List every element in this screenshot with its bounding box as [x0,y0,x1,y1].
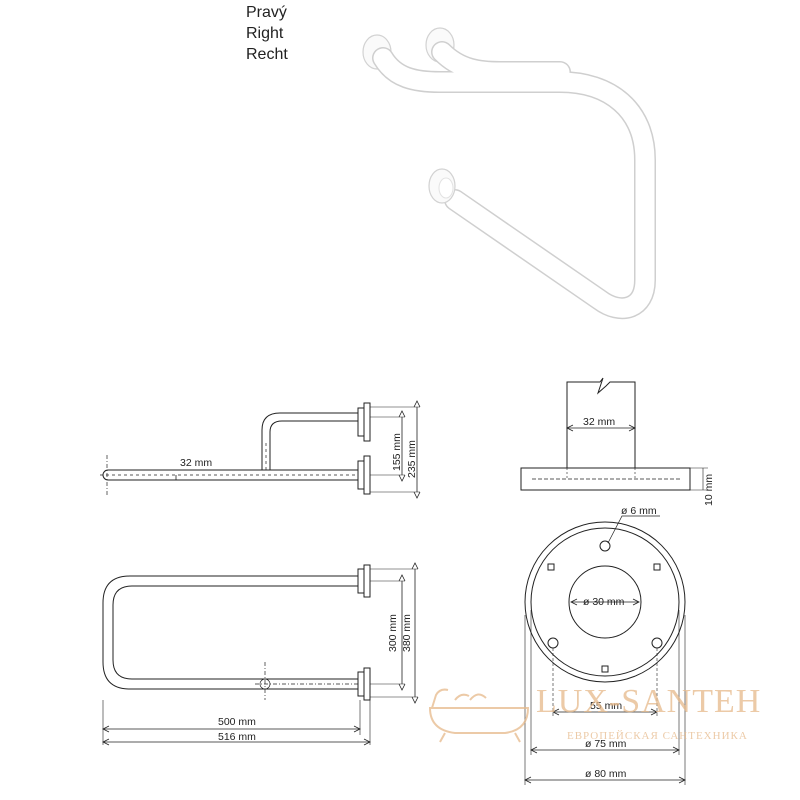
dim-length-516: 516 mm [218,731,256,743]
dim-diameter-80: ø 80 mm [585,768,627,780]
dim-width-300: 300 mm [387,614,399,652]
top-view [103,563,418,745]
dim-hole-diameter: ø 6 mm [621,505,657,517]
dim-length-500: 500 mm [218,716,256,728]
dim-height-235: 235 mm [406,440,418,478]
dim-width-380: 380 mm [401,614,413,652]
watermark-brand: LUX-SANTEH [536,683,761,720]
watermark: LUX-SANTEH ЕВРОПЕЙСКАЯ САНТЕХНИКА [430,683,761,742]
dim-inner-diameter: ø 30 mm [583,596,625,608]
dim-flange-thickness: 10 mm [703,474,715,506]
dim-tube-diameter: 32 mm [180,457,212,469]
dim-height-155: 155 mm [391,433,403,471]
flange-side-view [521,378,708,490]
side-view [100,401,420,498]
product-illustration [363,28,645,308]
dim-flange-tube: 32 mm [583,416,615,428]
watermark-tagline: ЕВРОПЕЙСКАЯ САНТЕХНИКА [567,730,748,742]
bathtub-logo-icon [430,690,528,742]
